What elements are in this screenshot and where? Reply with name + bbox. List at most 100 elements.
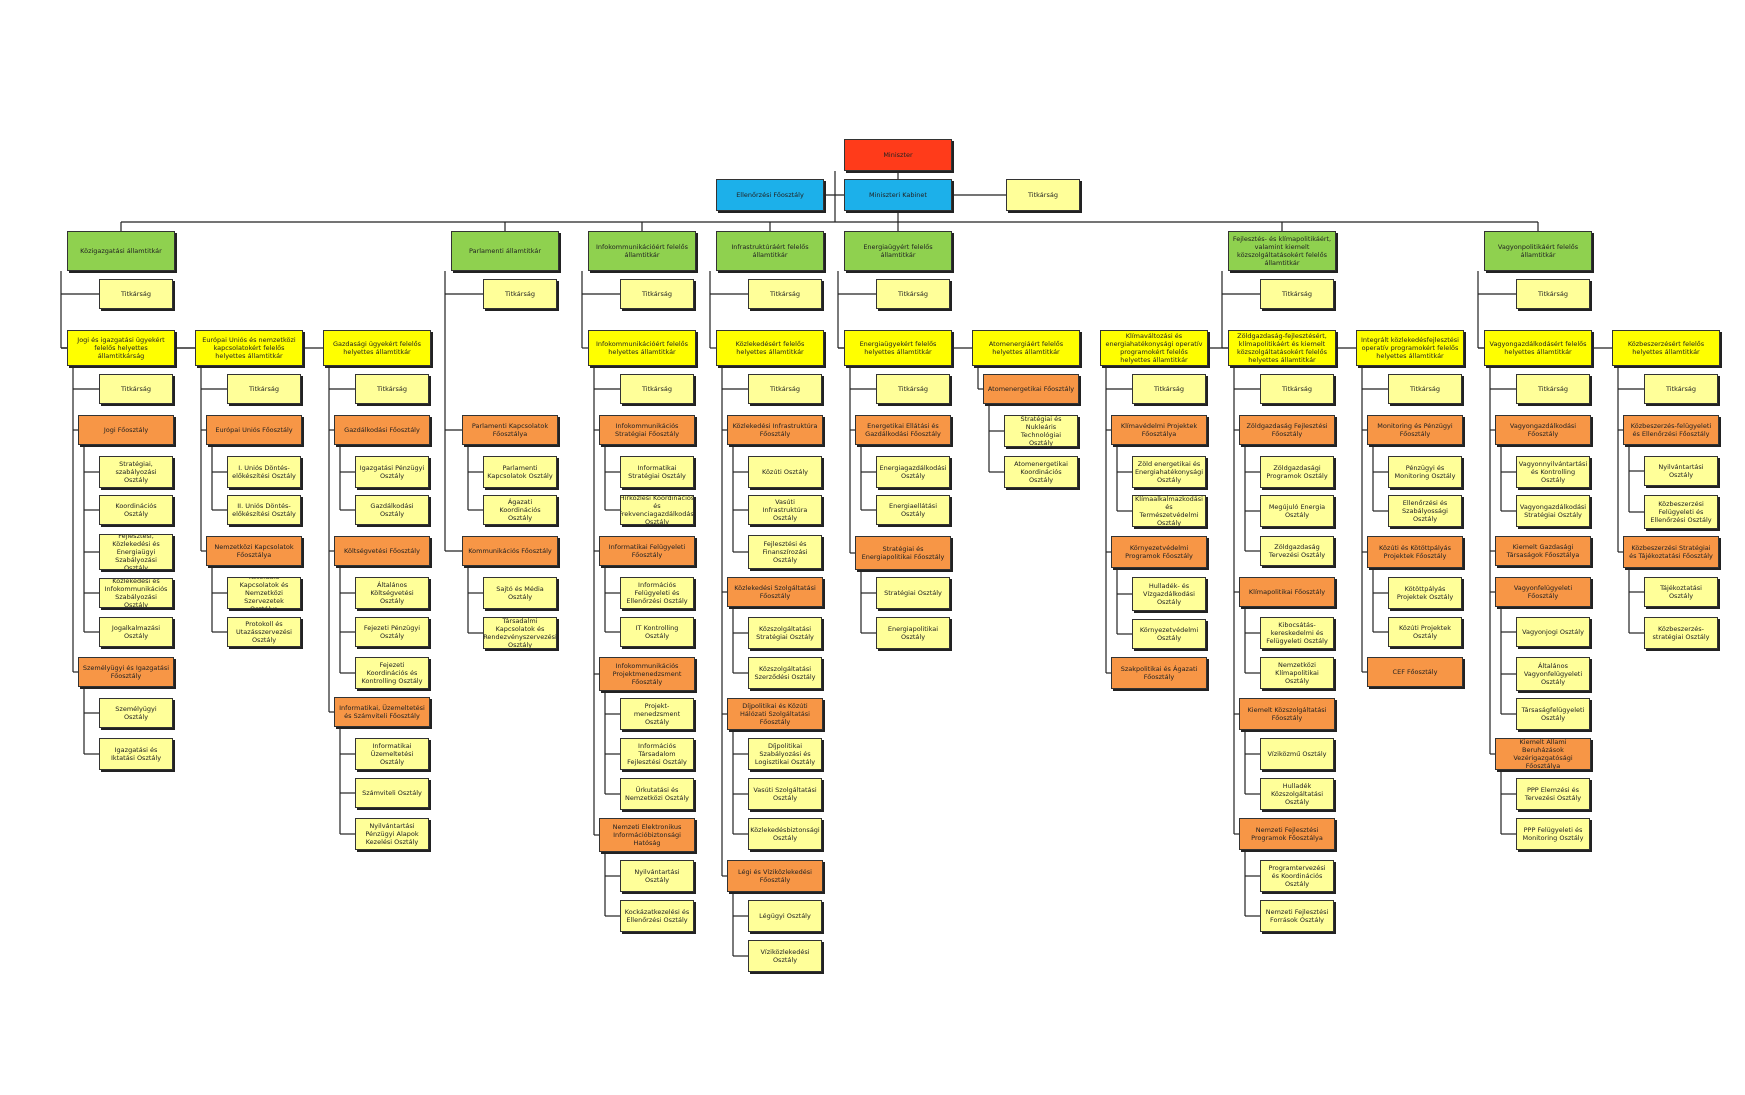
org-box-c3a4: Nemzeti Elektronikus Információbiztonság… bbox=[599, 818, 695, 852]
org-box-c1a: Jogi és igazgatási ügyekért felelős hely… bbox=[67, 330, 175, 366]
org-box-c2b2: Társadalmi Kapcsolatok és Rendezvényszer… bbox=[483, 617, 557, 649]
org-box-c4a3b: Vasúti Szolgáltatási Osztály bbox=[748, 778, 822, 810]
org-box-c3at: Titkárság bbox=[620, 374, 694, 404]
org-box-c1c: Gazdasági ügyekért felelős helyettes áll… bbox=[323, 330, 431, 366]
org-box-c3: Infokommunikációért felelős államtitkár bbox=[588, 231, 696, 271]
org-box-c1c3: Informatikai, Üzemeltetési és Számviteli… bbox=[334, 697, 430, 727]
org-box-c6a2a: Hulladék- és Vízgazdálkodási Osztály bbox=[1132, 577, 1206, 611]
org-box-c7a3: Vagyonfelügyeleti Főosztály bbox=[1495, 577, 1591, 607]
org-box-c2b: Kommunikációs Főosztály bbox=[462, 536, 558, 566]
org-box-c3a1: Infokommunikációs Stratégiai Főosztály bbox=[599, 415, 695, 445]
org-box-c1c2c: Fejezeti Koordinációs és Kontrolling Osz… bbox=[355, 657, 429, 689]
org-box-c7a3b: Általános Vagyonfelügyeleti Osztály bbox=[1516, 657, 1590, 691]
org-box-c7a3c: Társaságfelügyeleti Osztály bbox=[1516, 698, 1590, 730]
org-box-c4a2b: Közszolgáltatási Szerződési Osztály bbox=[748, 657, 822, 689]
org-box-c6a1a: Zöld energetikai és Energiahatékonysági … bbox=[1132, 456, 1206, 488]
org-box-c4a: Közlekedésért felelős helyettes államtit… bbox=[716, 330, 824, 366]
org-box-c6b4a: Programtervezési és Koordinációs Osztály bbox=[1260, 860, 1334, 892]
org-box-c4: Infrastruktúráért felelős államtitkár bbox=[716, 231, 824, 271]
org-box-c7a2: Kiemelt Gazdasági Társaságok Főosztálya bbox=[1495, 536, 1591, 566]
org-box-c7a1: Vagyongazdálkodási Főosztály bbox=[1495, 415, 1591, 445]
org-box-c4a1a: Közúti Osztály bbox=[748, 456, 822, 488]
org-box-c1a2b: Igazgatási és Iktatási Osztály bbox=[99, 738, 173, 770]
org-box-c1b2b: Protokoll és Utazásszervezési Osztály bbox=[227, 617, 301, 647]
org-box-c3t: Titkárság bbox=[620, 279, 694, 309]
org-box-c6ct: Titkárság bbox=[1388, 374, 1462, 404]
org-box-c2t: Titkárság bbox=[483, 279, 557, 309]
org-box-c3a2b: IT Kontrolling Osztály bbox=[620, 617, 694, 647]
org-box-c2a2: Ágazati Koordinációs Osztály bbox=[483, 495, 557, 525]
org-box-c6b1: Zöldgazdaság Fejlesztési Főosztály bbox=[1239, 415, 1335, 445]
org-box-c3a2: Informatikai Felügyeleti Főosztály bbox=[599, 536, 695, 566]
org-box-c1a2: Személyügyi és Igazgatási Főosztály bbox=[78, 657, 174, 687]
org-box-c1: Közigazgatási államtitkár bbox=[67, 231, 175, 271]
org-box-c3a3b: Információs Társadalom Fejlesztési Osztá… bbox=[620, 738, 694, 770]
org-box-c4at: Titkárság bbox=[748, 374, 822, 404]
org-box-c5a1a: Energiagazdálkodási Osztály bbox=[876, 456, 950, 488]
org-box-c6b4: Nemzeti Fejlesztési Programok Főosztálya bbox=[1239, 818, 1335, 850]
org-box-c1b1a: I. Uniós Döntés-előkészítési Osztály bbox=[227, 456, 301, 488]
org-box-c4a3a: Díjpolitikai Szabályozási és Logisztikai… bbox=[748, 738, 822, 770]
org-box-c1c2a: Általános Költségvetési Osztály bbox=[355, 577, 429, 609]
org-box-c5b1b: Atomenergetikai Koordinációs Osztály bbox=[1004, 456, 1078, 488]
org-box-c6c: Integrált közlekedésfejlesztési operatív… bbox=[1356, 330, 1464, 366]
org-box-c3a2a: Információs Felügyeleti és Ellenőrzési O… bbox=[620, 577, 694, 609]
org-box-c5a: Energiaügyekért felelős helyettes államt… bbox=[844, 330, 952, 366]
org-box-c4a2: Közlekedési Szolgáltatási Főosztály bbox=[727, 577, 823, 607]
org-box-c6c1a: Pénzügyi és Monitoring Osztály bbox=[1388, 456, 1462, 488]
org-box-c3a3: Infokommunikációs Projektmenedzsment Főo… bbox=[599, 657, 695, 691]
org-box-c7bt: Titkárság bbox=[1644, 374, 1718, 404]
org-box-c6a3: Szakpolitikai és Ágazati Főosztály bbox=[1111, 657, 1207, 689]
org-box-c7b2b: Közbeszerzés-stratégiai Osztály bbox=[1644, 617, 1718, 649]
org-box-c1a2a: Személyügyi Osztály bbox=[99, 698, 173, 728]
org-box-c6b2: Klímapolitikai Főosztály bbox=[1239, 577, 1335, 607]
org-box-c7b: Közbeszerzésért felelős helyettes államt… bbox=[1612, 330, 1720, 366]
org-box-c6b3a: Víziközmű Osztály bbox=[1260, 738, 1334, 770]
org-box-c6b1a: Zöldgazdasági Programok Osztály bbox=[1260, 456, 1334, 488]
org-box-c7: Vagyonpolitikáért felelős államtitkár bbox=[1484, 231, 1592, 271]
org-box-c3a1b: Hírközlési Koordinációs és Frekvenciagaz… bbox=[620, 495, 694, 525]
org-box-c5b: Atomenergiáért felelős helyettes államti… bbox=[972, 330, 1080, 366]
org-box-c6a1b: Klímaalkalmazkodási és Természetvédelmi … bbox=[1132, 495, 1206, 527]
org-box-c6c2: Közúti és Kötöttpályás Projektek Főosztá… bbox=[1367, 536, 1463, 568]
org-box-c1b1: Európai Uniós Főosztály bbox=[206, 415, 302, 445]
org-box-c5: Energiaügyért felelős államtitkár bbox=[844, 231, 952, 271]
org-box-c4a4a: Légügyi Osztály bbox=[748, 900, 822, 932]
org-box-c1b2a: Kétoldalú Kapcsolatok és Nemzetközi Szer… bbox=[227, 577, 301, 609]
org-box-c2a1: Parlamenti Kapcsolatok Osztály bbox=[483, 456, 557, 488]
org-box-c1t: Titkárság bbox=[99, 279, 173, 309]
org-box-c1c1b: Gazdálkodási Osztály bbox=[355, 495, 429, 525]
org-box-c3a4b: Kockázatkezelési és Ellenőrzési Osztály bbox=[620, 900, 694, 932]
org-box-c6t: Titkárság bbox=[1260, 279, 1334, 309]
org-box-c5b1a: Stratégiai és Nukleáris Technológiai Osz… bbox=[1004, 415, 1078, 447]
org-box-c5b1: Atomenergetikai Főosztály bbox=[983, 374, 1079, 404]
org-box-c6b4b: Nemzeti Fejlesztési Források Osztály bbox=[1260, 900, 1334, 932]
org-box-c1c3a: Informatikai Üzemeltetési Osztály bbox=[355, 738, 429, 770]
org-box-c4a3c: Közlekedésbiztonsági Osztály bbox=[748, 818, 822, 850]
org-box-c6c3: CEF Főosztály bbox=[1367, 657, 1463, 687]
org-box-c4t: Titkárság bbox=[748, 279, 822, 309]
org-box-c6b1c: Zöldgazdaság Tervezési Osztály bbox=[1260, 536, 1334, 566]
org-box-c1b: Európai Uniós és nemzetközi kapcsolatoké… bbox=[195, 330, 303, 366]
org-box-c7b1b: Közbeszerzési Felügyeleti és Ellenőrzési… bbox=[1644, 495, 1718, 529]
org-box-c7b2: Közbeszerzési Stratégiai és Tájékoztatás… bbox=[1623, 536, 1719, 568]
org-box-c7b2a: Tájékoztatási Osztály bbox=[1644, 577, 1718, 607]
org-box-c7a1a: Vagyonnyilvántartási és Kontrolling Oszt… bbox=[1516, 456, 1590, 488]
org-box-c6a2: Környezetvédelmi Programok Főosztály bbox=[1111, 536, 1207, 568]
org-box-b0: Miniszter bbox=[844, 139, 952, 171]
org-box-c7a4b: PPP Felügyeleti és Monitoring Osztály bbox=[1516, 818, 1590, 850]
org-box-c6b3: Kiemelt Közszolgáltatási Főosztály bbox=[1239, 698, 1335, 730]
org-box-c5at: Titkárság bbox=[876, 374, 950, 404]
org-box-c1ct: Titkárság bbox=[355, 374, 429, 404]
org-box-c6at: Titkárság bbox=[1132, 374, 1206, 404]
org-box-c6b2b: Nemzetközi Klímapolitikai Osztály bbox=[1260, 657, 1334, 689]
org-box-c2a: Parlamenti Kapcsolatok Főosztálya bbox=[462, 415, 558, 445]
org-box-c1c2b: Fejezeti Pénzügyi Osztály bbox=[355, 617, 429, 647]
org-box-c6c1b: Ellenőrzési és Szabályossági Osztály bbox=[1388, 495, 1462, 527]
org-box-c1c1a: Igazgatási Pénzügyi Osztály bbox=[355, 456, 429, 488]
org-box-c6c1: Monitoring és Pénzügyi Főosztály bbox=[1367, 415, 1463, 445]
org-box-c7a4: Kiemelt Állami Beruházások Vezérigazgató… bbox=[1495, 738, 1591, 770]
org-box-c6b3b: Hulladék Közszolgáltatási Osztály bbox=[1260, 778, 1334, 810]
org-box-c7b1a: Nyilvántartási Osztály bbox=[1644, 456, 1718, 486]
